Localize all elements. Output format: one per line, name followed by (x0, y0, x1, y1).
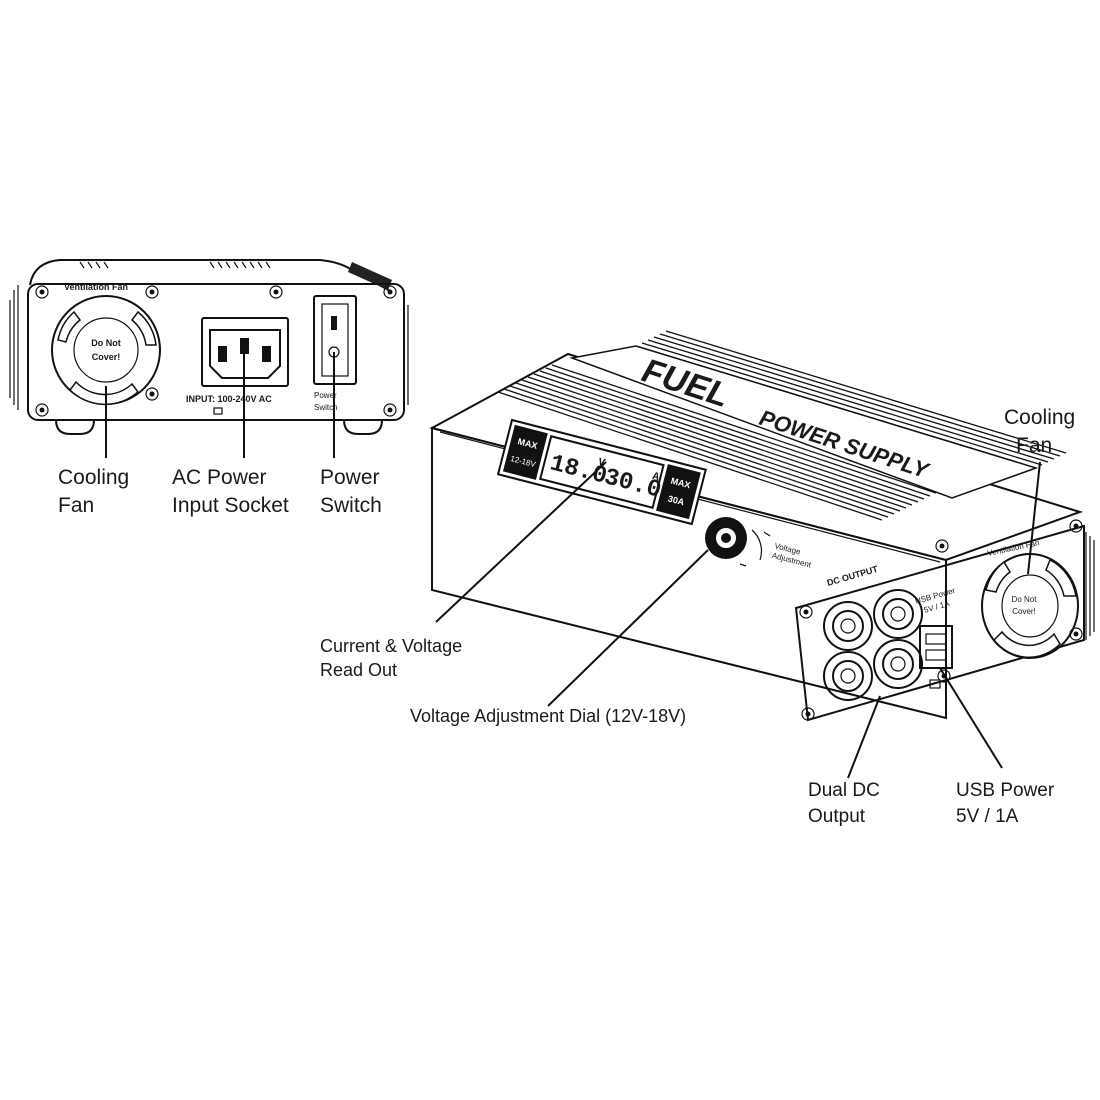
max-current-badge-bottom: 30A (667, 493, 686, 507)
rear-leaders (105, 352, 335, 458)
callout-side-cooling-fan-line2: Fan (1016, 434, 1052, 457)
callout-dial: Voltage Adjustment Dial (12V-18V) (410, 706, 686, 726)
callout-usb-line2: 5V / 1A (956, 806, 1019, 827)
voltage-dial-icon (705, 517, 747, 559)
callout-ac-input-line2: Input Socket (172, 494, 289, 517)
callout-readout-line1: Current & Voltage (320, 636, 462, 656)
callout-power-switch-line1: Power (320, 466, 380, 489)
max-voltage-badge-top: MAX (517, 436, 539, 451)
side-fan-warning-line1: Do Not (1012, 595, 1038, 604)
rear-fan-warning-line2: Cover! (92, 352, 121, 362)
rear-panel: Ventilation Fan Do Not Cover! INPUT: 100… (9, 259, 409, 435)
voltage-unit: V (597, 457, 607, 470)
rear-fan-warning-line1: Do Not (91, 338, 121, 348)
rear-ventilation-label: Ventilation Fan (64, 282, 128, 292)
dc-output-terminals (823, 589, 923, 701)
rear-panel-foot-left (55, 419, 95, 435)
usb-port-icon (919, 625, 953, 669)
callout-rear-cooling-fan-line1: Cooling (58, 466, 129, 489)
dc-terminal-4 (873, 639, 923, 689)
dc-terminal-1 (823, 601, 873, 651)
rear-panel-top-notches (79, 261, 271, 269)
current-unit: A (651, 471, 661, 484)
dc-terminal-3 (823, 651, 873, 701)
front-unit-label-strip (569, 345, 1039, 499)
callout-readout-line2: Read Out (320, 660, 397, 680)
ac-input-label: INPUT: 100-240V AC (186, 394, 272, 404)
callout-dual-dc-line1: Dual DC (808, 780, 880, 801)
callout-side-cooling-fan-line1: Cooling (1004, 406, 1075, 429)
max-current-badge-top: MAX (670, 476, 692, 491)
front-unit: FUEL POWER SUPPLY MAX 12-18V 1 (429, 330, 1095, 722)
callout-rear-cooling-fan-line2: Fan (58, 494, 94, 517)
callout-ac-input-line1: AC Power (172, 466, 267, 489)
ac-input-fuse (213, 407, 223, 415)
dial-direction-arrows (739, 529, 771, 567)
rear-panel-top (29, 259, 393, 293)
switch-label-line1: Power (314, 391, 337, 400)
callout-usb-line1: USB Power (956, 780, 1055, 801)
rear-panel-handle (348, 262, 392, 290)
usb-led (929, 679, 941, 689)
rear-panel-foot-right (343, 419, 383, 435)
front-unit-side-face (794, 524, 1085, 722)
rear-panel-screws (35, 285, 397, 417)
callout-power-switch-line2: Switch (320, 494, 382, 517)
side-fan-warning-line2: Cover! (1012, 607, 1036, 616)
rear-panel-body (27, 283, 405, 421)
switch-label-line2: Switch (314, 403, 338, 412)
front-unit-front-face (431, 426, 947, 720)
dc-terminal-2 (873, 589, 923, 639)
front-unit-side-fins (1085, 532, 1095, 640)
side-cooling-fan-icon (981, 553, 1079, 659)
dc-output-label: DC OUTPUT (826, 564, 880, 588)
front-leaders (435, 461, 1041, 779)
callout-dual-dc-line2: Output (808, 806, 866, 827)
display-panel: MAX 12-18V 18.0 V 30.0 A MAX 30A (496, 418, 707, 526)
